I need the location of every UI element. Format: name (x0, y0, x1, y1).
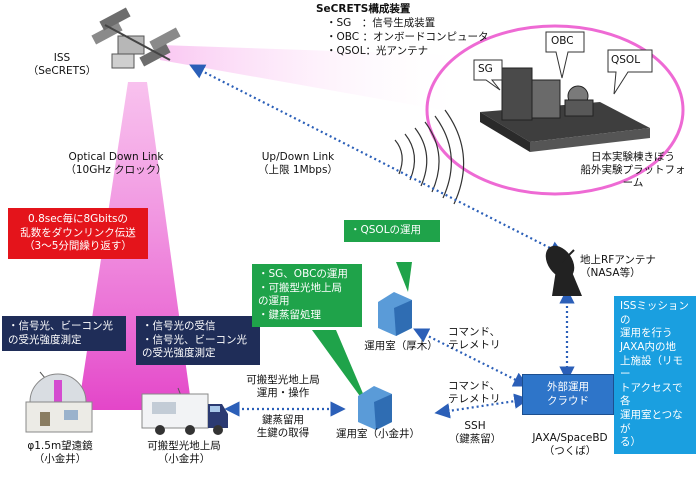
jaxa-facility-note-box: ISSミッションの 運用を行う JAXA内の地 上施設（リモー トアクセスで各 … (614, 296, 696, 455)
platform-label: 日本実験棟きぼう 船外実験プラットフォーム (580, 151, 686, 190)
secrets-title: SeCRETS構成装置 (316, 3, 411, 15)
updown-link-label: Up/Down Link （上限 1Mbps） (258, 151, 338, 177)
secrets-item-sg: ・SG ：信号生成装置 (326, 17, 436, 29)
cloud-operation-box: 外部運用 クラウド (522, 374, 614, 416)
atsugi-room-label: 運用室（厚木） (364, 340, 438, 352)
key-distillation-label: 鍵蒸留用 生鍵の取得 (256, 414, 310, 440)
telescope-label: φ1.5m望遠鏡 （小金井） (27, 440, 93, 466)
portable-station-operation-label: 可搬型光地上局 運用・操作 (246, 374, 320, 400)
satellite-dish-icon (545, 245, 582, 296)
optical-downlink-label: Optical Down Link （10GHz クロック） (65, 151, 167, 177)
truck-icon (141, 393, 228, 435)
secrets-platform-device (480, 67, 650, 152)
koganei-cloud-link-arrow (434, 393, 530, 419)
qsol-callout-label: QSOL (611, 54, 641, 66)
koganei-room-label: 運用室（小金井） (336, 428, 420, 440)
secrets-item-obc: ・OBC ：オンボードコンピュータ (326, 31, 489, 43)
random-data-transfer-box: 0.8sec毎に8Gbitsの 乱数をダウンリンク伝送 （3～5分間繰り返す） (8, 208, 148, 259)
obc-callout-label: OBC (551, 35, 574, 47)
rf-antenna-label: 地上RFアンテナ （NASA等） (580, 254, 656, 280)
telescope-dome-icon (25, 373, 93, 433)
building-icon-atsugi (378, 292, 412, 336)
cloud-location-label: JAXA/SpaceBD （つくば） (532, 432, 608, 458)
green-pointer-mid (312, 330, 370, 410)
koganei-command-label: コマンド、 テレメトリ (448, 380, 501, 406)
qsol-operation-box: ・QSOLの運用 (344, 220, 440, 242)
sg-obc-operation-box: ・SG、OBCの運用 ・可搬型光地上局 の運用 ・鍵蒸留処理 (252, 264, 362, 327)
ssh-label: SSH （鍵蒸留） (448, 420, 502, 446)
sg-callout-label: SG (478, 63, 493, 75)
secrets-item-qsol: ・QSOL：光アンテナ (326, 45, 429, 57)
iss-label: ISS （SeCRETS） (27, 52, 97, 78)
atsugi-cloud-link-arrow (413, 328, 529, 387)
atsugi-command-label: コマンド、 テレメトリ (448, 326, 501, 352)
truck-label: 可搬型光地上局 （小金井） (147, 440, 221, 466)
green-pointer-top (396, 262, 412, 292)
truck-reception-box: ・信号光の受信 ・信号光、ビーコン光 の受光強度測定 (136, 316, 260, 365)
iss-icon (91, 7, 181, 69)
telescope-measurement-box: ・信号光、ビーコン光 の受光強度測定 (2, 316, 126, 352)
building-icon-koganei (358, 386, 392, 430)
